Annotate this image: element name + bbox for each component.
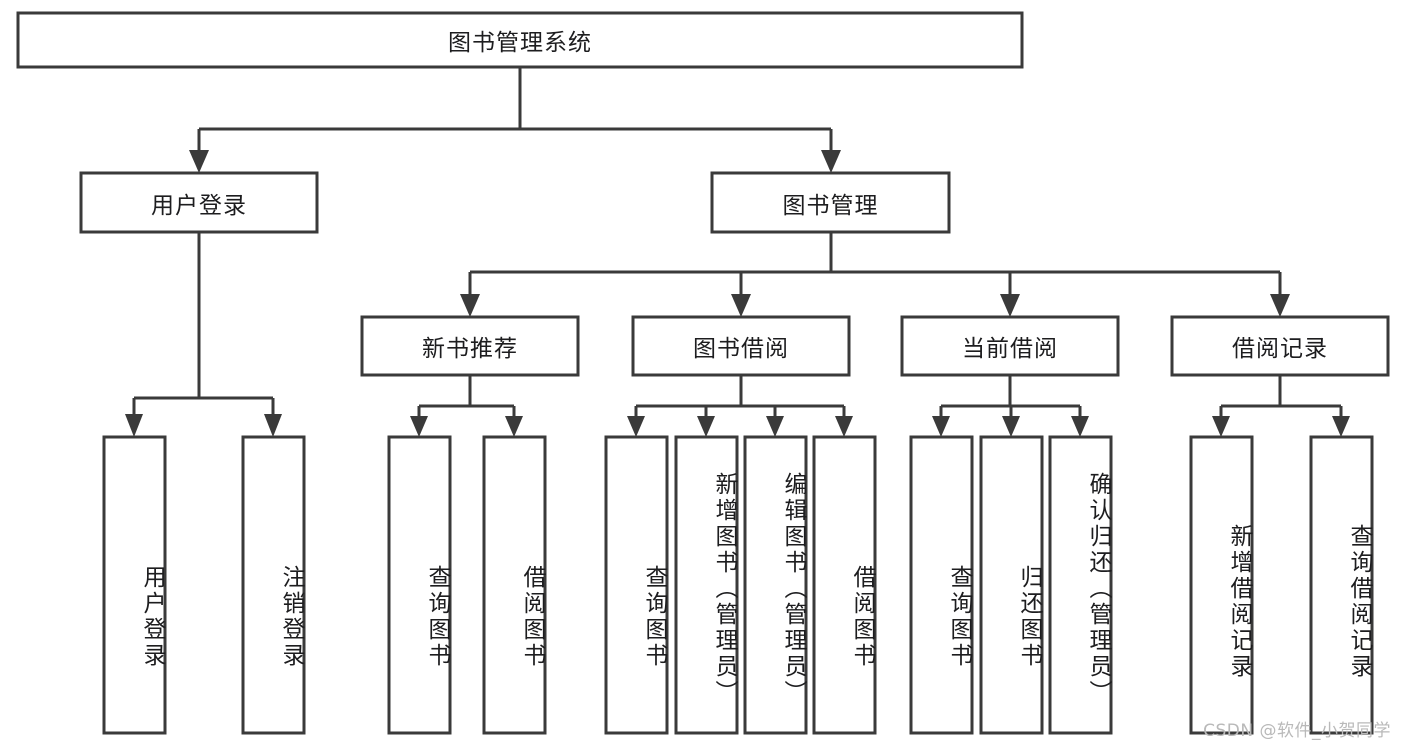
arrow-head-icon [1332, 416, 1350, 437]
connector-book-borrow-to-leaves [627, 375, 853, 437]
arrow-head-icon [1071, 416, 1089, 437]
connector-current-borrow-to-leaves [932, 375, 1089, 437]
arrow-head-icon [932, 416, 950, 437]
arrow-head-icon [835, 416, 853, 437]
arrow-head-icon [1002, 416, 1020, 437]
node-box-leaf-current-borrow-0[interactable] [909, 435, 974, 735]
node-box-user-login[interactable] [79, 171, 319, 234]
arrow-head-icon [264, 414, 282, 437]
arrow-head-icon [1000, 294, 1020, 317]
arrow-head-icon [1270, 294, 1290, 317]
node-box-leaf-book-borrow-0[interactable] [604, 435, 669, 735]
node-box-leaf-current-borrow-2[interactable] [1048, 435, 1113, 735]
node-box-leaf-user-login-0[interactable] [102, 435, 167, 735]
node-box-book-management[interactable] [710, 171, 951, 234]
node-box-current-borrow[interactable] [900, 315, 1120, 377]
node-box-book-borrow[interactable] [631, 315, 851, 377]
node-box-leaf-borrow-record-0[interactable] [1189, 435, 1254, 735]
node-box-leaf-book-borrow-1[interactable] [674, 435, 739, 735]
arrow-head-icon [766, 416, 784, 437]
connector-root-to-level2 [189, 67, 841, 173]
node-box-leaf-current-borrow-1[interactable] [979, 435, 1044, 735]
arrow-head-icon [697, 416, 715, 437]
node-box-new-book-recommend[interactable] [360, 315, 580, 377]
arrow-head-icon [821, 150, 841, 173]
arrow-head-icon [505, 416, 523, 437]
node-box-leaf-borrow-record-1[interactable] [1309, 435, 1374, 735]
node-box-leaf-book-borrow-2[interactable] [743, 435, 808, 735]
node-box-leaf-book-borrow-3[interactable] [812, 435, 877, 735]
node-box-leaf-new-book-0[interactable] [387, 435, 452, 735]
connector-user-login-to-leaves [125, 232, 282, 437]
node-box-leaf-user-login-1[interactable] [241, 435, 306, 735]
arrow-head-icon [189, 150, 209, 173]
arrow-head-icon [410, 416, 428, 437]
arrow-head-icon [627, 416, 645, 437]
arrow-head-icon [460, 294, 480, 317]
node-box-root[interactable] [16, 11, 1024, 69]
connector-book-management-to-level3 [460, 232, 1290, 317]
node-box-borrow-record[interactable] [1170, 315, 1390, 377]
arrow-head-icon [1212, 416, 1230, 437]
connector-borrow-record-to-leaves [1212, 375, 1350, 437]
arrow-head-icon [731, 294, 751, 317]
connector-new-book-to-leaves [410, 375, 523, 437]
arrow-head-icon [125, 414, 143, 437]
node-box-leaf-new-book-1[interactable] [482, 435, 547, 735]
